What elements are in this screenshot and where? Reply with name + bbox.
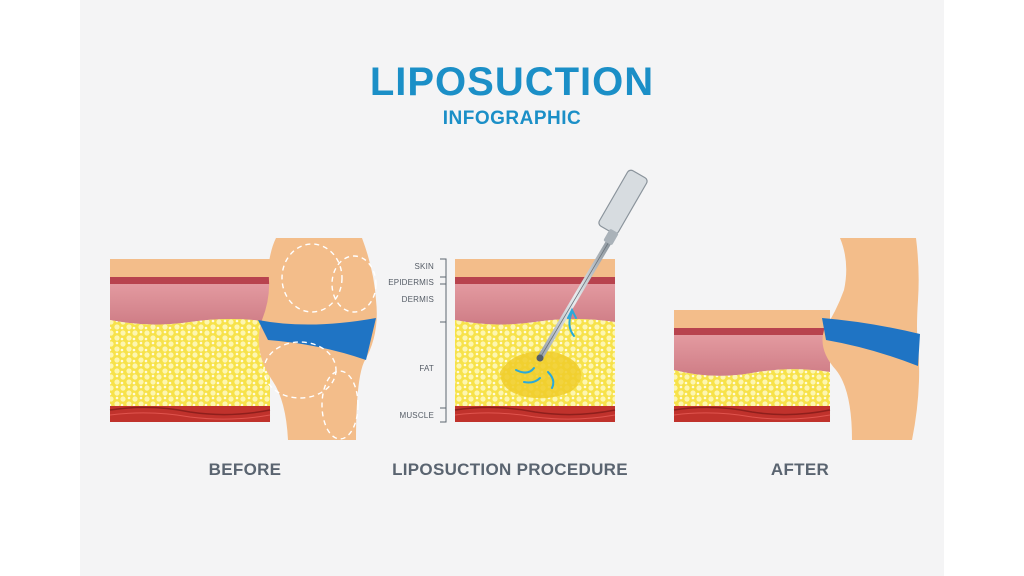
page-title: LIPOSUCTION xyxy=(369,60,655,104)
label-skin: SKIN xyxy=(414,262,434,271)
caption-before: BEFORE xyxy=(208,460,282,479)
label-dermis: DERMIS xyxy=(401,295,434,304)
caption-after: AFTER xyxy=(770,460,830,479)
before-tissue-block xyxy=(109,259,271,422)
after-underwear-band xyxy=(822,318,920,366)
procedure-tissue-block xyxy=(454,259,616,422)
after-tissue-block xyxy=(673,310,831,422)
cannula-handle xyxy=(598,169,648,235)
skin-layer xyxy=(110,259,270,277)
fat-layer xyxy=(110,319,270,408)
layer-brackets xyxy=(440,258,447,423)
caption-procedure: LIPOSUCTION PROCEDURE xyxy=(392,460,628,479)
underwear-band xyxy=(258,318,376,360)
before-body-silhouette xyxy=(258,238,377,440)
label-muscle: MUSCLE xyxy=(399,411,434,420)
page-subtitle: INFOGRAPHIC xyxy=(442,108,582,129)
cannula-instrument xyxy=(536,169,648,362)
fat-removal-zone xyxy=(500,351,582,399)
epidermis-layer xyxy=(110,277,270,284)
label-epidermis: EPIDERMIS xyxy=(388,278,434,287)
dermis-layer xyxy=(110,284,270,325)
muscle-layer xyxy=(110,406,270,422)
suction-flow-arrows xyxy=(515,307,577,389)
after-body-silhouette xyxy=(822,238,920,440)
label-fat: FAT xyxy=(419,364,434,373)
